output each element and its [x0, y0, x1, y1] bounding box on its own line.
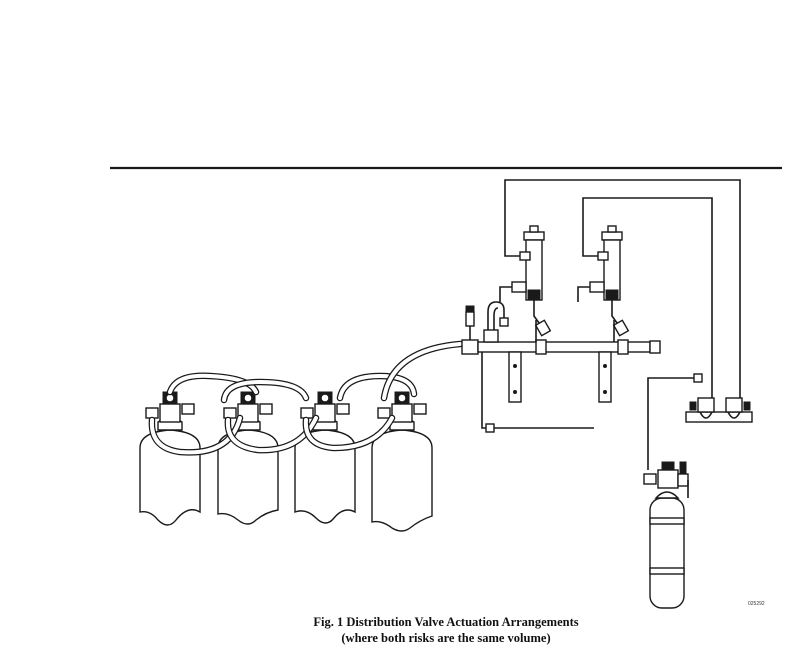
pilot-valve-block	[685, 397, 753, 423]
manifold-pipe	[461, 301, 661, 403]
distribution-valve-2	[589, 225, 630, 342]
figure-caption-subtitle: (where both risks are the same volume)	[341, 631, 551, 645]
agent-cylinder-3	[294, 391, 356, 524]
discharge-hoses	[148, 340, 464, 456]
actuation-tubing	[499, 179, 741, 470]
agent-cylinder-4	[371, 391, 433, 532]
figure-caption-title: Fig. 1 Distribution Valve Actuation Arra…	[313, 615, 579, 629]
cylinder-bank	[139, 391, 433, 532]
pilot-cylinder	[643, 461, 689, 609]
agent-cylinder-2	[217, 391, 279, 525]
vent-line	[481, 352, 594, 433]
drawing-code: 025292	[748, 601, 765, 607]
distribution-valve-1	[511, 225, 552, 342]
agent-cylinder-1	[139, 391, 201, 526]
